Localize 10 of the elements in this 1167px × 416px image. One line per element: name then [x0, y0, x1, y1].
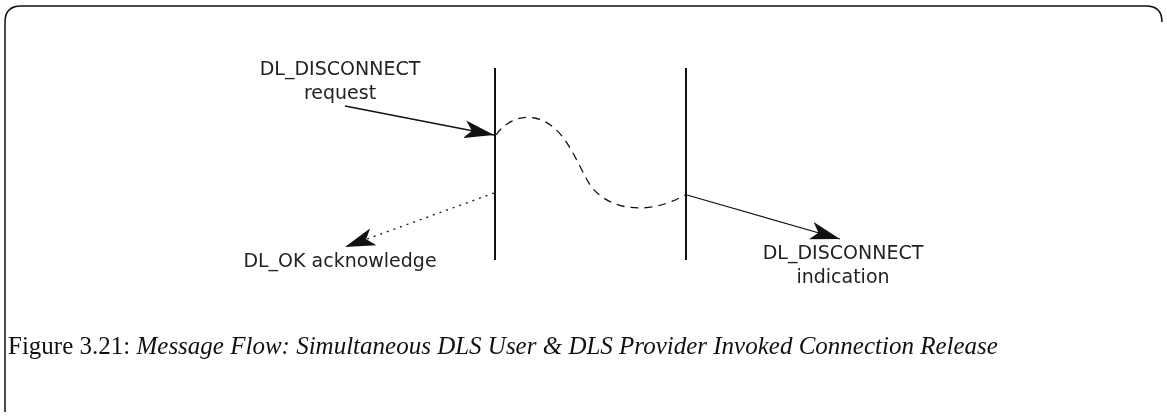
arrow [344, 192, 495, 248]
connector-line [495, 116, 686, 209]
message-label: DL_OK acknowledge [240, 248, 440, 296]
arrow [344, 105, 495, 139]
time-line [685, 68, 687, 260]
figure-caption: Figure 3.21: Message Flow: Simultaneous DLS User & DLS Provider Invoked Connection Release [8, 331, 999, 361]
message-label: DL_DISCONNECT indication [743, 240, 943, 288]
time-line [494, 68, 496, 260]
arrow [686, 194, 841, 240]
message-label: DL_DISCONNECT request [240, 56, 440, 104]
